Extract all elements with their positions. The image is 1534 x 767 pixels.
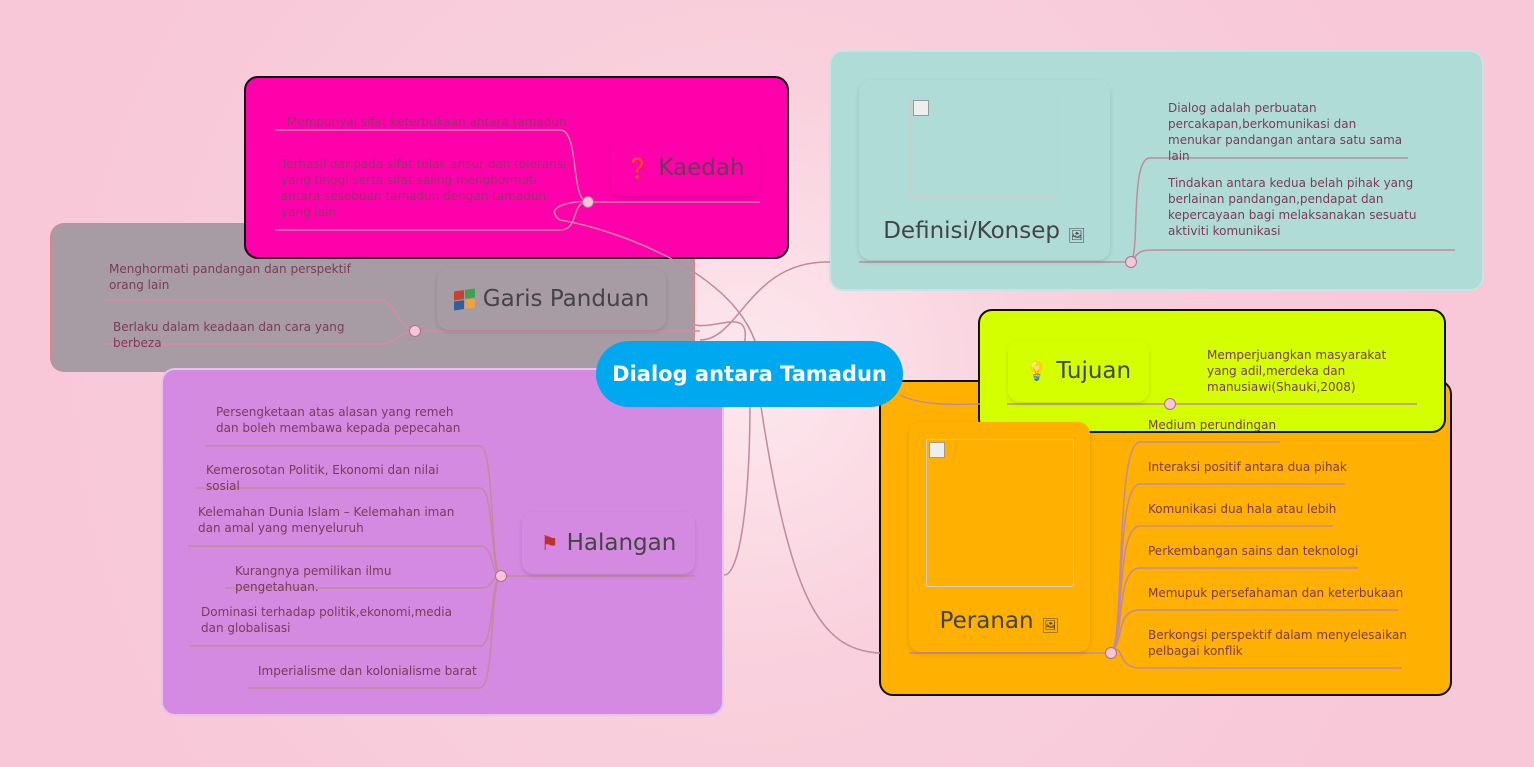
definisi-leaf: Tindakan antara kedua belah pihak yang b…	[1168, 176, 1417, 238]
halangan-leaf: Persengketaan atas alasan yang remeh dan…	[216, 405, 461, 435]
lightbulb-icon: 💡	[1025, 360, 1049, 382]
central-topic-label: Dialog antara Tamadun	[612, 362, 887, 386]
topic-garis-panduan-label: Garis Panduan	[482, 286, 650, 312]
peranan-image-placeholder	[926, 439, 1074, 587]
garis-leaf: Menghormati pandangan dan perspektif ora…	[109, 262, 351, 292]
halangan-leaf: Dominasi terhadap politik,ekonomi,media …	[201, 605, 452, 635]
topic-kaedah[interactable]: ❓ Kaedah	[610, 140, 760, 196]
peranan-leaf: Berkongsi perspektif dalam menyelesaikan…	[1148, 628, 1407, 658]
kaedah-collapse-dot[interactable]	[582, 196, 594, 208]
garis-collapse-dot[interactable]	[409, 325, 421, 337]
kaedah-leaf: Terhasil daripada sifat tolak ansur dan …	[281, 157, 567, 219]
image-icon: 🖼	[1041, 618, 1060, 634]
peranan-collapse-dot[interactable]	[1105, 647, 1117, 659]
topic-kaedah-label: Kaedah	[658, 155, 745, 181]
flag-icon: ⚑	[540, 531, 559, 555]
peranan-leaf: Interaksi positif antara dua pihak	[1148, 460, 1347, 474]
image-icon: 🖼	[1067, 228, 1086, 244]
definisi-collapse-dot[interactable]	[1125, 256, 1137, 268]
halangan-leaf: Kelemahan Dunia Islam – Kelemahan iman d…	[198, 505, 455, 535]
peranan-leaf: Medium perundingan	[1148, 418, 1277, 432]
topic-garis-panduan[interactable]: Garis Panduan	[437, 268, 666, 330]
topic-tujuan-label: Tujuan	[1056, 358, 1132, 384]
topic-peranan-label: Peranan	[939, 608, 1034, 634]
tujuan-collapse-dot[interactable]	[1164, 398, 1176, 410]
definisi-image-placeholder	[910, 97, 1058, 197]
peranan-leaf: Memupuk persefahaman dan keterbukaan	[1148, 586, 1404, 600]
topic-halangan[interactable]: ⚑ Halangan	[522, 512, 695, 574]
windows-flag-icon	[453, 288, 475, 310]
tujuan-leaf: Memperjuangkan masyarakat yang adil,merd…	[1207, 348, 1387, 394]
question-icon: ❓	[625, 156, 651, 180]
halangan-leaf: Kurangnya pemilikan ilmu pengetahuan.	[235, 564, 392, 594]
peranan-leaf: Komunikasi dua hala atau lebih	[1148, 502, 1337, 516]
boundary-tujuan	[978, 309, 1446, 433]
kaedah-leaf: Mempunyai sifat keterbukaan antara tamad…	[287, 115, 567, 129]
halangan-collapse-dot[interactable]	[495, 570, 507, 582]
halangan-leaf: Imperialisme dan kolonialisme barat	[258, 664, 477, 678]
topic-tujuan[interactable]: 💡 Tujuan	[1008, 340, 1149, 402]
peranan-leaf: Perkembangan sains dan teknologi	[1148, 544, 1359, 558]
definisi-leaf: Dialog adalah perbuatan percakapan,berko…	[1168, 101, 1403, 163]
topic-definisi-label: Definisi/Konsep	[883, 218, 1060, 244]
topic-definisi[interactable]: Definisi/Konsep 🖼	[859, 80, 1110, 260]
topic-peranan[interactable]: Peranan 🖼	[909, 422, 1090, 652]
garis-leaf: Berlaku dalam keadaan dan cara yang berb…	[113, 320, 345, 350]
halangan-leaf: Kemerosotan Politik, Ekonomi dan nilai s…	[206, 463, 439, 493]
central-topic[interactable]: Dialog antara Tamadun	[596, 341, 903, 407]
topic-halangan-label: Halangan	[566, 530, 677, 556]
